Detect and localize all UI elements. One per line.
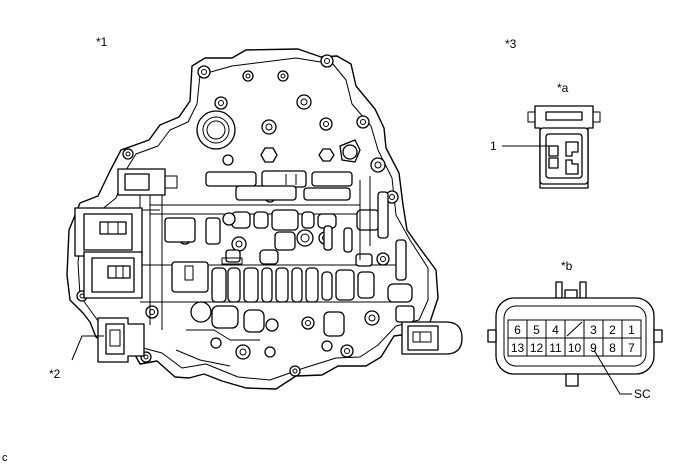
- connector-a-pin-1: [548, 145, 559, 157]
- corner-code: c: [2, 452, 8, 463]
- connector-b-pin-number: 13: [511, 341, 525, 355]
- valve-body-assembly: [66, 48, 463, 390]
- connector-b-pin-number: 3: [590, 323, 597, 337]
- bolt: [145, 305, 159, 319]
- leader-line-star2: [71, 335, 104, 361]
- bolt: [261, 119, 277, 135]
- connector-b-pin-number: 6: [514, 323, 521, 337]
- callout-star-a: *a: [557, 81, 569, 95]
- accumulator-piston: [196, 110, 236, 150]
- callout-star1: *1: [96, 35, 108, 49]
- connector-b-pin-number: 4: [552, 323, 559, 337]
- connector-b-pin-number: 5: [533, 323, 540, 337]
- callout-star3: *3: [505, 37, 517, 51]
- leader-line-sc: [593, 349, 632, 395]
- solenoid-middle: [74, 207, 143, 257]
- bolt: [197, 65, 211, 79]
- connector-b-pin-number: 2: [609, 323, 616, 337]
- bolt: [301, 316, 315, 330]
- hex-nut: [260, 147, 278, 163]
- bolt: [242, 70, 254, 82]
- bolt: [214, 96, 228, 110]
- hex-nut: [318, 148, 335, 162]
- bolt: [122, 148, 134, 160]
- connector-b-pin-number: 7: [628, 341, 635, 355]
- connector-b-pin-number: 1: [628, 323, 635, 337]
- connector-b-pin-number: 12: [530, 341, 544, 355]
- callout-star-b: *b: [561, 259, 573, 273]
- bolt: [319, 117, 333, 131]
- bolt: [340, 344, 354, 358]
- pin-label-1: 1: [490, 139, 497, 153]
- bolt: [296, 94, 312, 110]
- bolt: [376, 252, 390, 266]
- solenoid-lower: [83, 251, 143, 299]
- bolt: [364, 310, 380, 326]
- connector-b-blank-pin-mark: [566, 321, 583, 337]
- bolt: [370, 157, 386, 173]
- connector-b-pin-number: 10: [568, 341, 582, 355]
- bolt: [320, 54, 334, 68]
- solenoid-right: [401, 321, 463, 355]
- bolt: [277, 70, 289, 82]
- sc-label: SC: [634, 387, 651, 401]
- connector-b-pin-number: 9: [590, 341, 597, 355]
- connector-b-pin-number: 11: [549, 341, 562, 355]
- bolt: [289, 365, 301, 377]
- bolt: [356, 115, 370, 129]
- connector-a: [527, 105, 601, 189]
- shift-solenoid-sc: [97, 317, 145, 363]
- solenoid-upper: [117, 168, 178, 211]
- connector-b-pin-number: 8: [609, 341, 616, 355]
- connector-b-pin-cell: [621, 337, 642, 357]
- callout-star2: *2: [49, 367, 61, 381]
- bolt: [231, 236, 247, 252]
- bolt: [235, 344, 251, 360]
